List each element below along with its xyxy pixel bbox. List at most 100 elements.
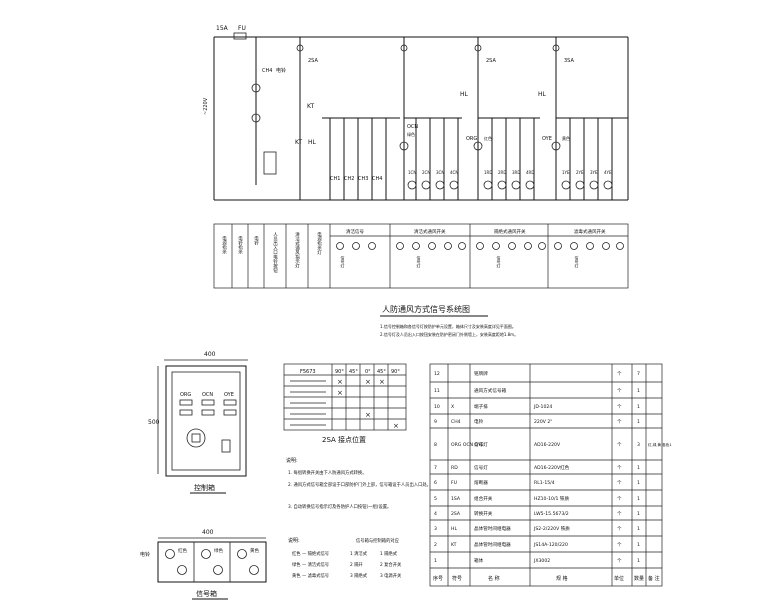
parts-cell-sym: KT — [451, 542, 457, 548]
lamp-label: 3CN — [436, 170, 444, 175]
lamp-label: 4CN — [450, 170, 458, 175]
parts-cell-qty: 1 — [637, 542, 640, 548]
group-subtag: 黄色 — [562, 135, 570, 141]
group-tag: OYE — [542, 136, 552, 142]
lamp-symbol — [407, 180, 417, 190]
lamp-symbol — [421, 180, 431, 190]
lamp-label: 4RD — [526, 170, 534, 175]
parts-cell-name: 通风方式信号箱 — [474, 387, 507, 394]
parts-cell-unit: 个 — [617, 388, 622, 394]
bell-buttons: CH1 CH2 CH3 CH4 — [330, 176, 382, 182]
parts-cell-name: 转换开关 — [474, 510, 493, 517]
parts-cell-no: 3 — [434, 526, 437, 532]
ch-label: CH4 — [262, 68, 272, 74]
legend-cell: 3 电源开关 — [380, 572, 402, 579]
strip-cell: 电铃 — [254, 235, 259, 247]
ch-sub: 电铃 — [276, 67, 286, 74]
parts-cell-qty: 1 — [637, 465, 640, 471]
switch-table-header: 90° — [391, 369, 400, 375]
switch-mark: × — [365, 411, 371, 419]
strip-group: 清洁式通风开关 — [414, 228, 446, 235]
signal-box-caption: 信号箱 — [196, 589, 217, 598]
parts-cell-no: 4 — [434, 511, 437, 517]
strip-small-label: 信号灯 — [497, 255, 502, 269]
parts-cell-spec: AD16-220V红色 — [534, 464, 570, 471]
parts-cell-name: 信号灯 — [474, 441, 488, 448]
parts-cell-unit: 个 — [617, 542, 622, 548]
switch-table-header: F5673 — [300, 369, 316, 375]
instructions: 说明: 1. 每组转换开关由下人防通风方式转换。 2. 通风方式信号箱全部设于口… — [286, 457, 431, 579]
legend-cell: 红色 — 隔绝式信号 — [292, 550, 329, 557]
parts-cell-name: 电铃 — [474, 418, 484, 425]
strip-cell: 清洁式通风指示灯 — [295, 231, 300, 270]
parts-cell-note: 红,绿,黄 各色1 — [648, 442, 672, 447]
switch-label: 2SA — [308, 58, 318, 64]
lamp-symbol — [449, 180, 459, 190]
parts-cell-name: 端子排 — [474, 403, 488, 410]
timer-label: KT — [307, 103, 314, 110]
ch-button-label: CH3 — [358, 176, 368, 182]
ch-button-label: CH1 — [330, 176, 340, 182]
parts-cell-qty: 7 — [637, 371, 640, 377]
legend-cell: 1 隔绝式 — [380, 550, 398, 557]
parts-cell-no: 11 — [434, 388, 440, 394]
switch-mark: × — [337, 389, 343, 397]
group-tag: OCN — [407, 124, 418, 130]
control-box-lamp: ORG — [180, 392, 191, 398]
parts-cell-qty: 1 — [637, 496, 640, 502]
voltage-label: ~220V — [203, 97, 209, 115]
switch-position-table: F5673 90° 45° 0° 45° 90° × × × × × × 2SA… — [283, 363, 407, 444]
lamp-symbol — [497, 180, 507, 190]
control-box-width: 400 — [204, 351, 216, 358]
lamp-symbol — [511, 180, 521, 190]
parts-footer-cell: 名 称 — [488, 575, 500, 582]
lamp-symbol — [473, 141, 483, 151]
parts-cell-spec: JX3002 — [533, 558, 550, 564]
indicator-lamp-symbol — [251, 113, 261, 123]
parts-cell-sym: ORG OCN OYE — [451, 442, 484, 448]
lamp-label: 2RD — [498, 170, 506, 175]
lamp-label: 2YE — [576, 170, 584, 175]
parts-cell-qty: 1 — [637, 419, 640, 425]
parts-footer-cell: 单位 — [614, 575, 624, 582]
parts-cell-qty: 1 — [637, 511, 640, 517]
parts-cell-unit: 个 — [617, 465, 622, 471]
legend-cell: 2 复合开关 — [380, 561, 402, 568]
lamp-symbol — [525, 180, 535, 190]
parts-cell-sym: HL — [451, 526, 457, 532]
lamp-label: 2CN — [422, 170, 430, 175]
parts-cell-qty: 1 — [637, 388, 640, 394]
parts-cell-unit: 个 — [617, 442, 622, 448]
parts-cell-name: 铭牌牌 — [474, 370, 488, 377]
strip-small-label: 信号灯 — [575, 255, 580, 269]
ch-button-label: CH4 — [372, 176, 382, 182]
signal-color: 黄色 — [250, 547, 259, 554]
legend-cell: 黄色 — 滤毒式信号 — [292, 572, 329, 579]
switch-table-header: 90° — [335, 369, 344, 375]
lamp-label: 3RD — [512, 170, 520, 175]
hl-label: HL — [308, 139, 317, 146]
parts-cell-spec: AD16-220V — [534, 442, 561, 448]
lamp-symbol — [561, 180, 571, 190]
parts-footer-cell: 符号 — [452, 575, 462, 582]
parts-cell-sym: 1SA — [451, 496, 461, 502]
lamp-label: 1YE — [562, 170, 570, 175]
group-subtag: 绿色 — [407, 131, 415, 137]
parts-cell-sym: X — [451, 404, 454, 410]
instruction-line: 3. 自动转换信号指示灯及各防护人口按钮(一组)设置。 — [288, 503, 391, 510]
parts-cell-unit: 个 — [617, 419, 622, 425]
strip-group: 滤毒式通风开关 — [574, 228, 606, 235]
strip-cell: 电源指示灯 — [317, 231, 322, 256]
switch-mark: × — [337, 378, 343, 386]
switch-table-header: 45° — [349, 369, 358, 375]
lamp-label: 3YE — [590, 170, 598, 175]
control-box-elevation: 400 500 ORG OCN OYE 控制箱 — [148, 351, 248, 494]
lamp-symbol — [603, 180, 613, 190]
signal-schematic: 15A FU ~220V CH4 电铃 2SA KT KT HL CH1 CH2… — [203, 25, 629, 201]
parts-cell-sym: RD — [451, 465, 458, 471]
parts-cell-qty: 1 — [637, 558, 640, 564]
parts-cell-name: 晶体管时间继电器 — [474, 525, 511, 532]
legend-cell: 2 隔开 — [350, 561, 363, 568]
lamp-symbol — [483, 180, 493, 190]
